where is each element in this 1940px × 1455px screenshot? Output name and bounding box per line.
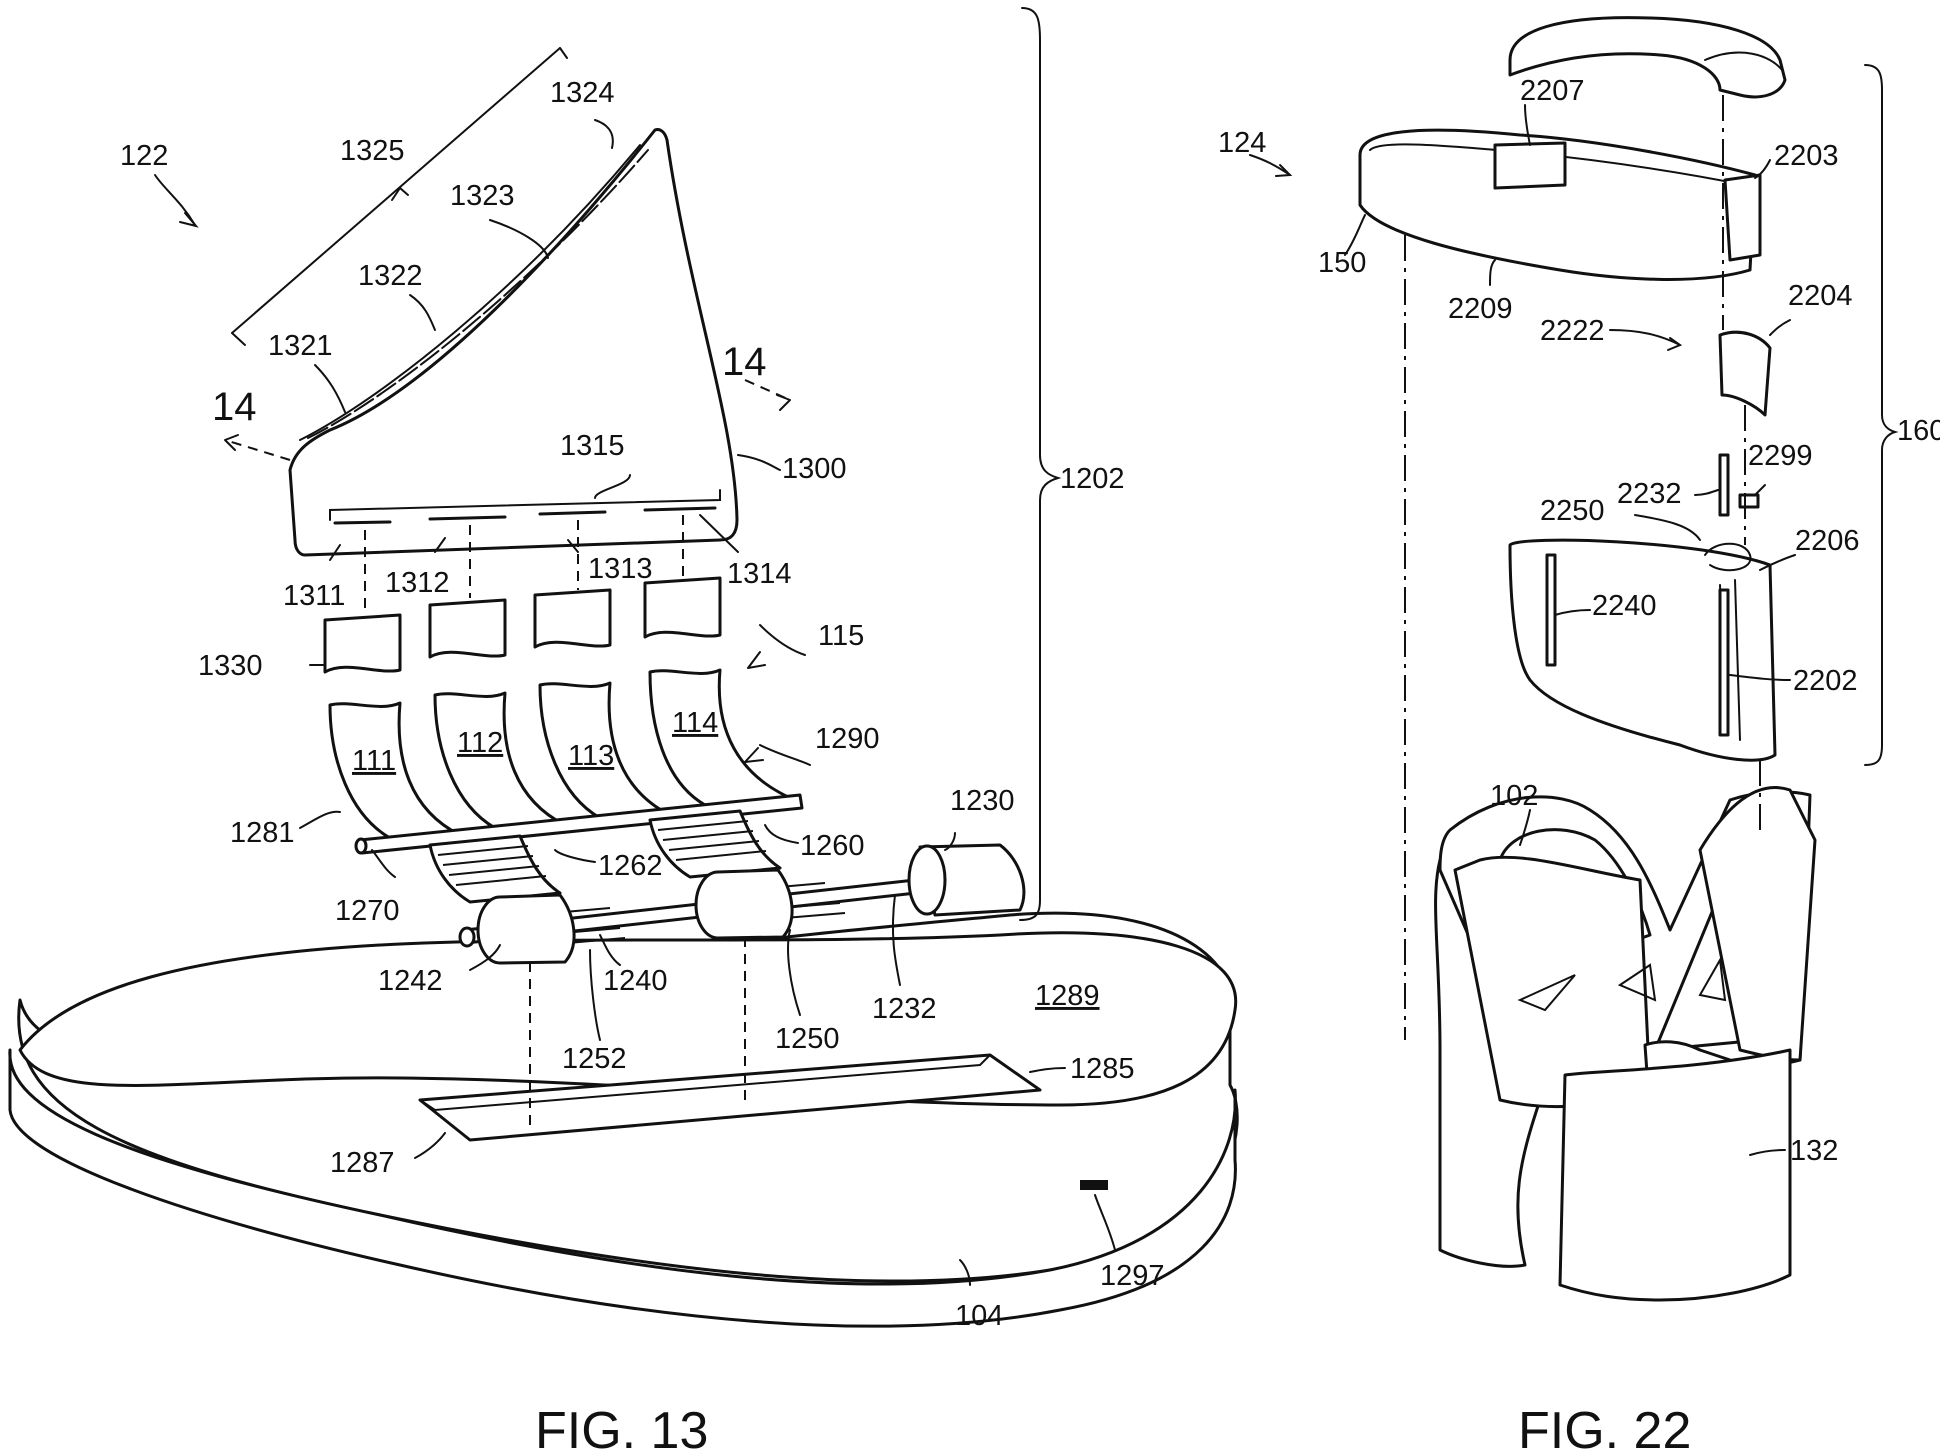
label-122: 122: [120, 140, 168, 172]
label-1260: 1260: [800, 830, 865, 862]
label-104: 104: [955, 1300, 1003, 1332]
clip-2204: [1718, 330, 1772, 417]
collar-150: [1358, 128, 1762, 281]
label-150: 150: [1318, 247, 1366, 279]
label-2203: 2203: [1774, 140, 1839, 172]
fig22-leaders: [1249, 104, 1796, 1156]
label-1321: 1321: [268, 330, 333, 362]
figure-caption-13: FIG. 13: [535, 1402, 708, 1455]
label-1285: 1285: [1070, 1053, 1135, 1085]
label-1315: 1315: [560, 430, 625, 462]
label-1290: 1290: [815, 723, 880, 755]
label-114: 114: [672, 707, 718, 739]
label-1330: 1330: [198, 650, 263, 682]
fig22-drawing: 124 2207 2203 150 2209 2204 2222 160 229…: [1218, 16, 1940, 1455]
label-1314: 1314: [727, 558, 792, 590]
label-14-right: 14: [722, 340, 767, 384]
label-1300: 1300: [782, 453, 847, 485]
label-1289: 1289: [1035, 980, 1100, 1012]
label-113: 113: [568, 740, 614, 772]
label-112: 112: [457, 727, 503, 759]
label-1325: 1325: [340, 135, 405, 167]
label-124: 124: [1218, 127, 1266, 159]
label-160: 160: [1897, 415, 1940, 447]
fig13-labels: 122 1325 1324 1323 1322 1321 14 14 1315 …: [120, 77, 1165, 1332]
label-2209: 2209: [1448, 293, 1513, 325]
label-1323: 1323: [450, 180, 515, 212]
label-2206: 2206: [1795, 525, 1860, 557]
label-102: 102: [1490, 780, 1538, 812]
label-2299: 2299: [1748, 440, 1813, 472]
upper-1300: [231, 47, 739, 557]
label-1281: 1281: [230, 817, 295, 849]
cap-part: [1508, 16, 1787, 99]
label-1312: 1312: [385, 567, 450, 599]
label-2207: 2207: [1520, 75, 1585, 107]
label-2232: 2232: [1617, 478, 1682, 510]
label-2204: 2204: [1788, 280, 1853, 312]
label-1324: 1324: [550, 77, 615, 109]
label-1270: 1270: [335, 895, 400, 927]
bracket-160: [1864, 64, 1899, 766]
pin-2232: [1718, 453, 1730, 517]
label-2202: 2202: [1793, 665, 1858, 697]
plates-1330: [323, 576, 722, 674]
label-115: 115: [818, 620, 864, 652]
fig13-drawing: 122 1325 1324 1323 1322 1321 14 14 1315 …: [8, 7, 1239, 1455]
label-1242: 1242: [378, 965, 443, 997]
label-1252: 1252: [562, 1043, 627, 1075]
label-1287: 1287: [330, 1147, 395, 1179]
label-2240: 2240: [1592, 590, 1657, 622]
boot-102: [1434, 786, 1817, 1302]
label-132: 132: [1790, 1135, 1838, 1167]
label-1262: 1262: [598, 850, 663, 882]
straps-111-114: [328, 668, 802, 840]
label-1202: 1202: [1060, 463, 1125, 495]
label-2222: 2222: [1540, 315, 1605, 347]
label-14-left: 14: [212, 385, 257, 429]
label-1311: 1311: [283, 580, 345, 612]
fig22-labels: 124 2207 2203 150 2209 2204 2222 160 229…: [1218, 75, 1940, 1167]
label-1230: 1230: [950, 785, 1015, 817]
figure-caption-22: FIG. 22: [1518, 1402, 1691, 1455]
heel-counter-2202: [1508, 538, 1777, 762]
label-1313: 1313: [588, 553, 653, 585]
label-2250: 2250: [1540, 495, 1605, 527]
label-111: 111: [352, 745, 396, 777]
label-1240: 1240: [603, 965, 668, 997]
fig13-leaders: [154, 119, 1116, 1286]
reel-assembly: [428, 809, 1026, 965]
label-1232: 1232: [872, 993, 937, 1025]
fig22-projection-lines: [1404, 95, 1761, 1040]
label-1297: 1297: [1100, 1260, 1165, 1292]
label-1250: 1250: [775, 1023, 840, 1055]
block-2299: [1738, 493, 1760, 509]
fig13-projection-lines: [224, 379, 791, 1125]
sole-104: [8, 911, 1239, 1328]
bracket-1202: [1019, 7, 1062, 921]
label-1322: 1322: [358, 260, 423, 292]
rod-1270: [354, 793, 804, 855]
